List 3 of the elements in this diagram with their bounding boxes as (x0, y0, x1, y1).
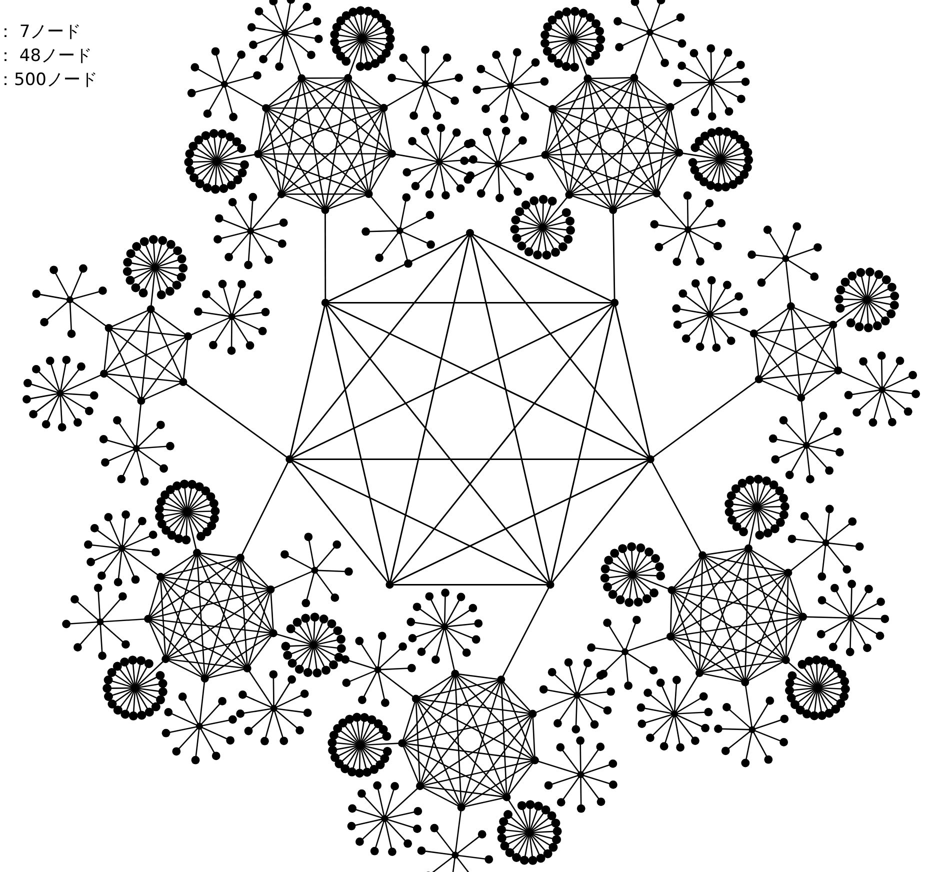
node-count-label: ： 48ノード (0, 46, 92, 66)
node-count-label: ：500ノード (0, 70, 98, 90)
node-count-label: ： 7ノード (0, 22, 82, 42)
